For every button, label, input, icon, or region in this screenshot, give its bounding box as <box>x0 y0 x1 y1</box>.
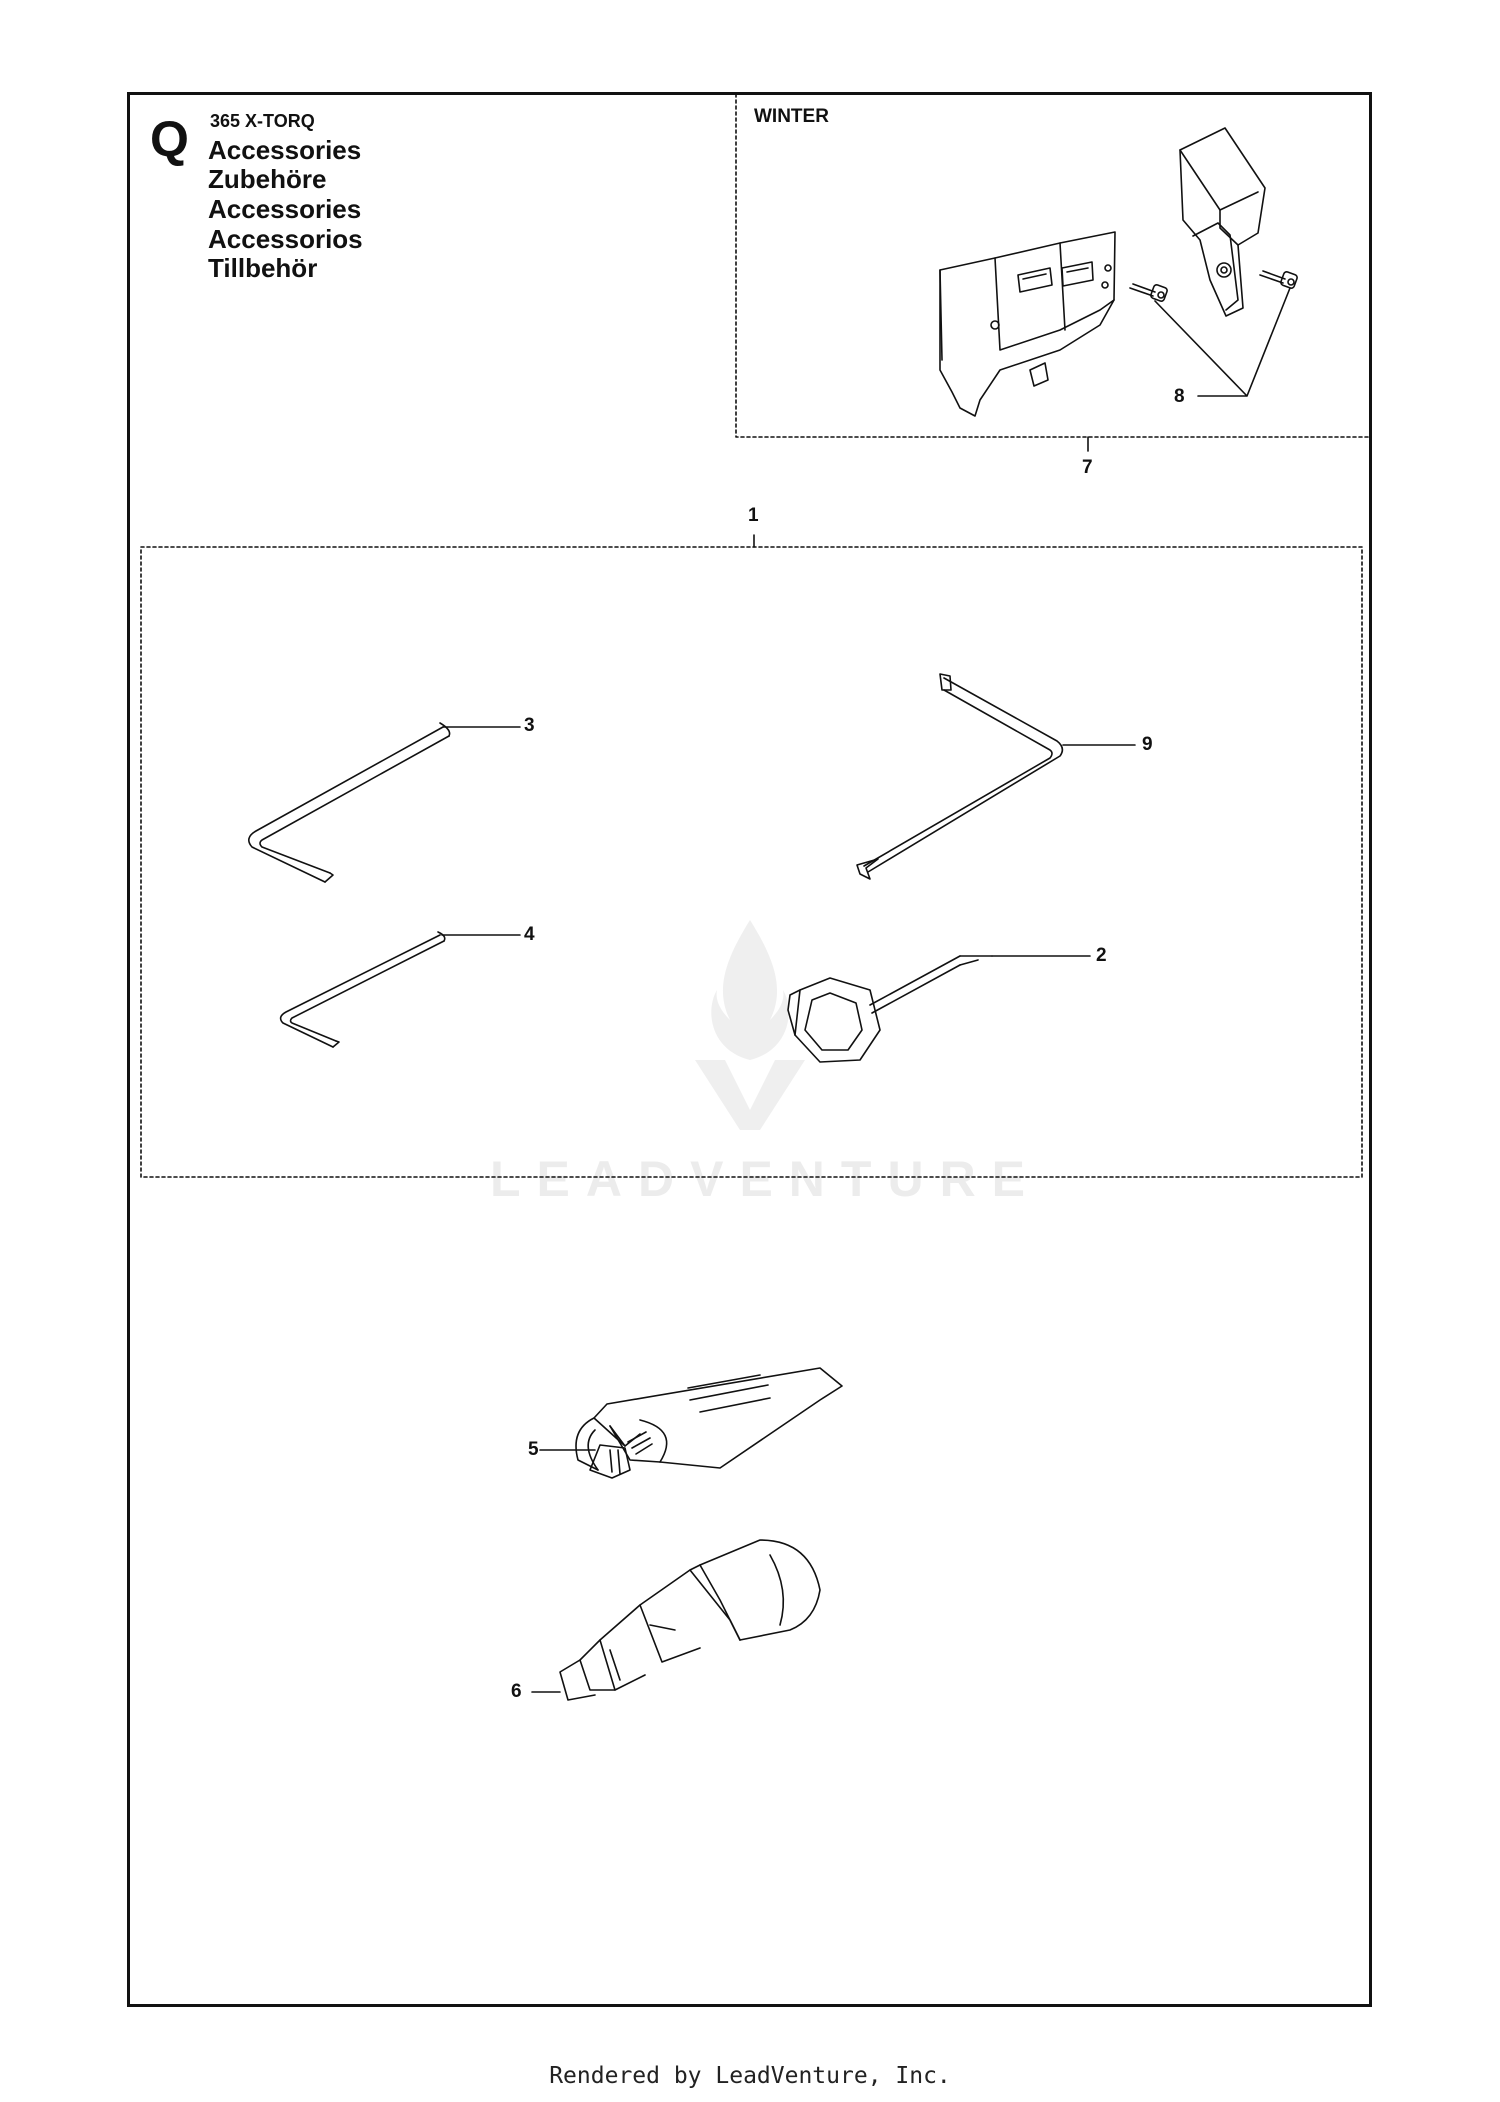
callout-7: 7 <box>1082 457 1093 478</box>
screw-right <box>1259 270 1298 289</box>
callout-9: 9 <box>1142 734 1153 755</box>
footer-text: Rendered by LeadVenture, Inc. <box>549 2063 951 2089</box>
torx-screwdriver <box>856 673 1136 880</box>
winter-cover-plate <box>939 231 1116 417</box>
title-swedish: Tillbehör <box>208 253 318 283</box>
callout-2: 2 <box>1096 945 1107 966</box>
callout-8: 8 <box>1174 386 1185 407</box>
tool-kit-boundary <box>140 546 1363 1178</box>
callout-4: 4 <box>524 924 535 945</box>
watermark-text: LEADVENTURE <box>490 1151 1042 1207</box>
grease-tube <box>539 1367 843 1479</box>
hex-key-large <box>248 722 521 883</box>
hex-key-small <box>279 931 521 1048</box>
winter-kit-label: WINTER <box>754 106 829 127</box>
winter-kit-boundary <box>735 93 1371 438</box>
bushing-tool <box>531 1539 821 1701</box>
callout-5: 5 <box>528 1439 539 1460</box>
title-german: Zubehöre <box>208 164 327 194</box>
screw-left <box>1129 283 1168 302</box>
combination-spanner <box>787 955 1091 1063</box>
callout-1: 1 <box>748 505 759 526</box>
callout-3: 3 <box>524 715 535 736</box>
model-name: 365 X-TORQ <box>210 111 315 131</box>
callout-6: 6 <box>511 1681 522 1702</box>
diagram-frame <box>127 92 1372 2007</box>
winter-cover-shield <box>1179 127 1266 317</box>
title-spanish: Accessorios <box>208 224 363 254</box>
section-letter: Q <box>150 111 189 167</box>
title-english: Accessories <box>208 135 362 165</box>
leadventure-watermark-icon <box>695 920 805 1130</box>
title-french: Accessories <box>208 194 362 224</box>
